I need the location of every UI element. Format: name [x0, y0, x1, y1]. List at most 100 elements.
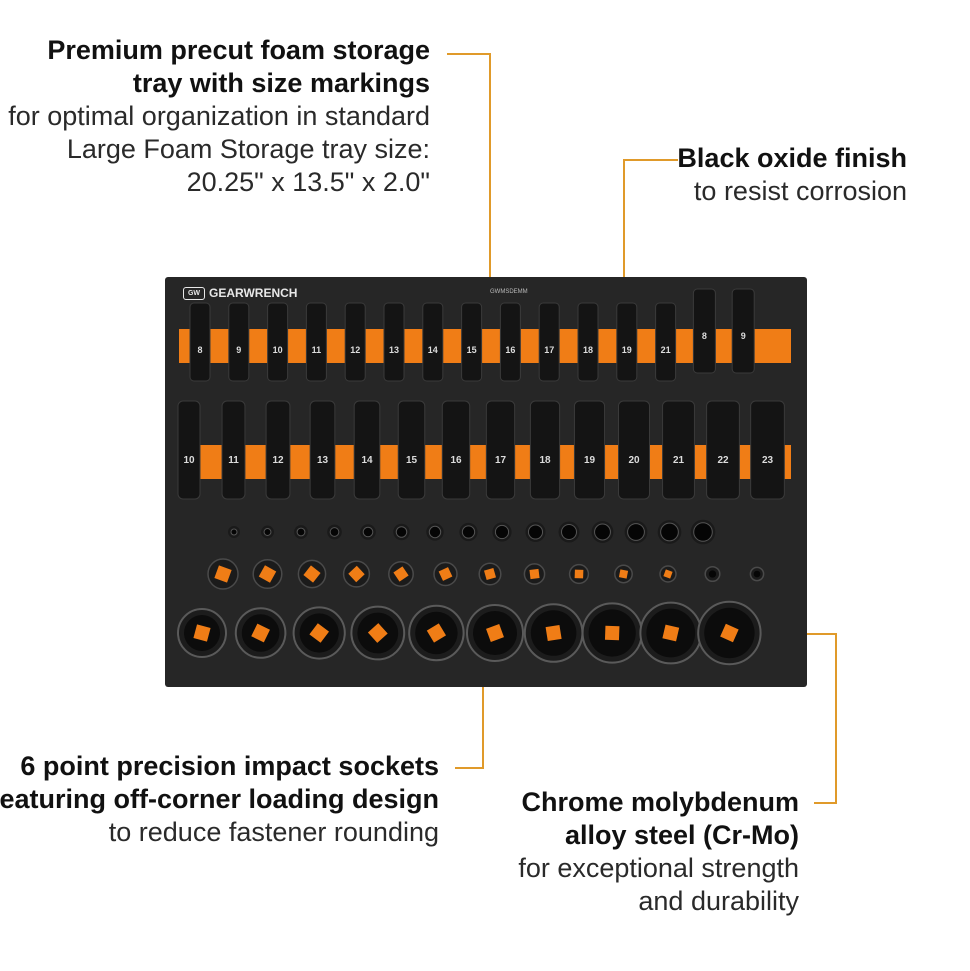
- deep-socket: [383, 302, 405, 382]
- deep-socket: [177, 400, 201, 500]
- socket-size-label: 16: [450, 455, 462, 466]
- socket-size-label: 15: [467, 345, 477, 355]
- orange-drive-square: [251, 623, 270, 643]
- shallow-socket-bore: [263, 528, 272, 536]
- socket-size-label: 9: [741, 331, 746, 341]
- socket-size-label: 21: [673, 455, 685, 466]
- callout-desc: and durability: [638, 885, 799, 916]
- deep-socket: [618, 400, 650, 500]
- deep-socket: [485, 400, 516, 500]
- deep-socket: [344, 302, 366, 382]
- socket-size-label: 9: [236, 345, 241, 355]
- callout-line: [489, 53, 491, 285]
- shallow-socket-bore: [693, 522, 713, 542]
- deep-socket: [655, 302, 677, 382]
- callout-steel: Chrome molybdenum alloy steel (Cr-Mo) fo…: [518, 786, 799, 918]
- orange-drive-square: [348, 565, 365, 583]
- socket-size-label: 21: [661, 345, 671, 355]
- deep-socket: [397, 400, 426, 500]
- socket-size-label: 13: [317, 455, 329, 466]
- deep-socket: [265, 400, 291, 500]
- orange-drive-square: [604, 625, 620, 641]
- socket-size-label: 19: [622, 345, 632, 355]
- orange-drive-square: [438, 567, 453, 581]
- callout-desc: 20.25" x 13.5" x 2.0": [186, 166, 430, 197]
- orange-drive-square: [574, 569, 584, 579]
- orange-drive-square: [545, 624, 562, 642]
- deep-socket: [538, 302, 560, 382]
- shallow-socket-bore: [561, 524, 577, 540]
- socket-size-label: 16: [505, 345, 515, 355]
- brand-mark: GW GEARWRENCH: [183, 286, 297, 300]
- shallow-socket-bore: [296, 527, 306, 537]
- callout-title: alloy steel (Cr-Mo): [564, 819, 799, 850]
- socket-size-label: 17: [544, 345, 554, 355]
- callout-title: Black oxide finish: [677, 143, 907, 173]
- socket-size-label: 12: [272, 455, 284, 466]
- socket-size-label: 18: [583, 345, 593, 355]
- callout-title: featuring off-corner loading design: [0, 783, 439, 814]
- orange-drive-square: [662, 624, 680, 642]
- orange-drive-square: [367, 623, 388, 643]
- socket-size-label: 18: [539, 455, 551, 466]
- orange-drive-square: [720, 623, 739, 643]
- callout-line: [482, 648, 484, 769]
- callout-foam-tray: Premium precut foam storage tray with si…: [8, 34, 430, 199]
- shallow-socket-bore: [230, 528, 238, 536]
- deep-socket: [267, 302, 289, 382]
- deep-socket: [529, 400, 561, 500]
- orange-drive-square: [193, 624, 211, 642]
- orange-drive-square: [393, 566, 409, 582]
- socket-size-label: 8: [702, 331, 707, 341]
- socket-size-label: 23: [762, 455, 774, 466]
- callout-title: Premium precut foam storage: [47, 35, 430, 65]
- socket-size-label: 11: [228, 455, 239, 466]
- shallow-socket-bore: [594, 523, 611, 541]
- deep-socket: [461, 302, 483, 382]
- orange-drive-square: [309, 623, 330, 643]
- callout-line: [623, 159, 625, 319]
- shallow-socket-bore: [362, 526, 374, 538]
- callout-line: [455, 767, 484, 769]
- orange-drive-square: [529, 568, 540, 580]
- callout-title: Chrome molybdenum: [521, 787, 799, 817]
- deep-socket: [422, 302, 444, 382]
- callout-finish: Black oxide finish to resist corrosion: [677, 142, 907, 208]
- socket-size-label: 10: [183, 455, 195, 466]
- socket-size-label: 10: [273, 345, 283, 355]
- callout-desc: to resist corrosion: [693, 175, 907, 206]
- deep-socket: [616, 302, 638, 382]
- shallow-socket-bore: [395, 526, 408, 538]
- socket-size-label: 15: [406, 455, 418, 466]
- orange-drive-square: [483, 567, 497, 581]
- deep-socket: [189, 302, 211, 382]
- socket-size-label: 11: [312, 345, 322, 355]
- shallow-socket-bore: [708, 570, 717, 578]
- deep-socket: [353, 400, 381, 500]
- deep-socket: [499, 302, 521, 382]
- shallow-socket-bore: [753, 570, 761, 578]
- deep-socket: [573, 400, 606, 500]
- callout-line: [447, 53, 490, 55]
- socket-size-label: 17: [495, 455, 507, 466]
- shallow-socket-bore: [461, 525, 476, 539]
- orange-drive-square: [426, 623, 447, 643]
- callout-desc: for exceptional strength: [518, 852, 799, 883]
- shallow-socket-bore: [627, 523, 645, 541]
- orange-drive-square: [486, 624, 504, 642]
- orange-drive-square: [303, 565, 321, 583]
- deep-socket: [441, 400, 471, 500]
- callout-sockets: 6 point precision impact sockets featuri…: [0, 750, 439, 849]
- callout-desc: Large Foam Storage tray size:: [66, 133, 430, 164]
- socket-size-label: 22: [717, 455, 729, 466]
- deep-socket: [221, 400, 246, 500]
- socket-size-label: 8: [197, 345, 202, 355]
- deep-socket: [731, 288, 755, 374]
- shallow-socket-bore: [329, 527, 340, 537]
- orange-drive-square: [258, 565, 277, 583]
- callout-title: 6 point precision impact sockets: [20, 751, 439, 781]
- orange-drive-square: [618, 569, 629, 579]
- socket-size-label: 14: [428, 345, 438, 355]
